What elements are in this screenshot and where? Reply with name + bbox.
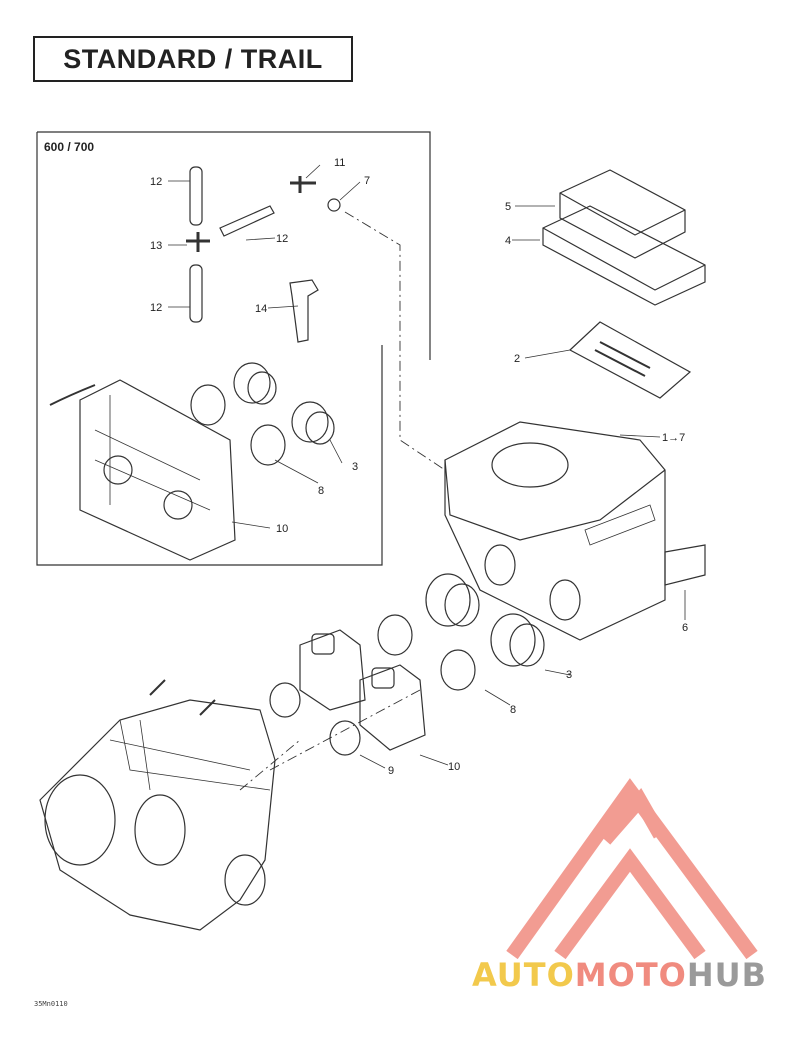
inset-boot-lower [291, 401, 329, 443]
filter-housing-tray [542, 205, 706, 306]
callout-4: 4 [505, 235, 511, 247]
callout-11: 11 [334, 157, 345, 169]
callout-2: 2 [514, 353, 520, 365]
callout-8-main: 8 [510, 704, 516, 716]
callout-13: 13 [150, 240, 162, 252]
engine-block [39, 699, 276, 931]
inset-tee-fitting [186, 232, 210, 252]
page-title: STANDARD / TRAIL [63, 43, 323, 74]
watermark-word-1: AUTO [472, 956, 575, 994]
inset-grommet [327, 198, 341, 212]
intake-silencer [444, 421, 666, 641]
callout-12b: 12 [150, 302, 162, 314]
callout-1to7: 1→7 [662, 432, 685, 444]
inset-tee-fitting-2 [290, 176, 316, 193]
callout-12a: 12 [150, 176, 162, 188]
clamp-upper [377, 614, 413, 656]
inset-frame-top [37, 131, 431, 360]
inset-hose-upper [189, 166, 203, 226]
filter-pad-top [559, 169, 686, 259]
drawing-code: 35Mn0110 [34, 1000, 68, 1008]
inset-clamp-upper [190, 384, 226, 426]
callout-8: 8 [318, 485, 324, 497]
clamp-lower [440, 649, 476, 691]
watermark-text: AUTOMOTOHUB [472, 956, 767, 994]
inset-clamp-lower [250, 424, 286, 466]
inset-frame-bottom [36, 132, 383, 566]
carburetor-2 [359, 664, 426, 751]
watermark-logo [506, 778, 758, 960]
clamp-left-lower [329, 720, 361, 756]
inset-label: 600 / 700 [44, 140, 95, 154]
watermark-word-3: HUB [686, 956, 768, 994]
callout-10: 10 [276, 523, 288, 535]
boot-upper [425, 573, 471, 627]
inset-boot-upper [233, 362, 271, 404]
decal [664, 544, 706, 586]
callout-3: 3 [352, 461, 358, 473]
callout-6: 6 [682, 622, 688, 634]
air-silencer-plate [568, 321, 692, 399]
title-box: STANDARD / TRAIL [33, 36, 353, 82]
inset-hose-lower [189, 264, 203, 323]
callout-5: 5 [505, 201, 511, 213]
callouts: 12 13 12 12 11 7 14 3 8 10 5 4 2 1→7 6 3… [150, 157, 688, 777]
inset-hose-diagonal [219, 205, 275, 237]
carburetor-1 [299, 629, 366, 711]
callout-10-main: 10 [448, 761, 460, 773]
callout-7: 7 [364, 175, 370, 187]
callout-14: 14 [255, 303, 267, 315]
watermark-word-2: MOTO [574, 956, 687, 994]
boot-lower [490, 613, 536, 667]
silencer-opening [491, 442, 569, 488]
callout-9: 9 [388, 765, 394, 777]
callout-12c: 12 [276, 233, 288, 245]
inset-carburetors [79, 379, 236, 561]
clamp-left-upper [269, 682, 301, 718]
callout-3-main: 3 [566, 669, 572, 681]
inset-bracket [289, 279, 319, 343]
